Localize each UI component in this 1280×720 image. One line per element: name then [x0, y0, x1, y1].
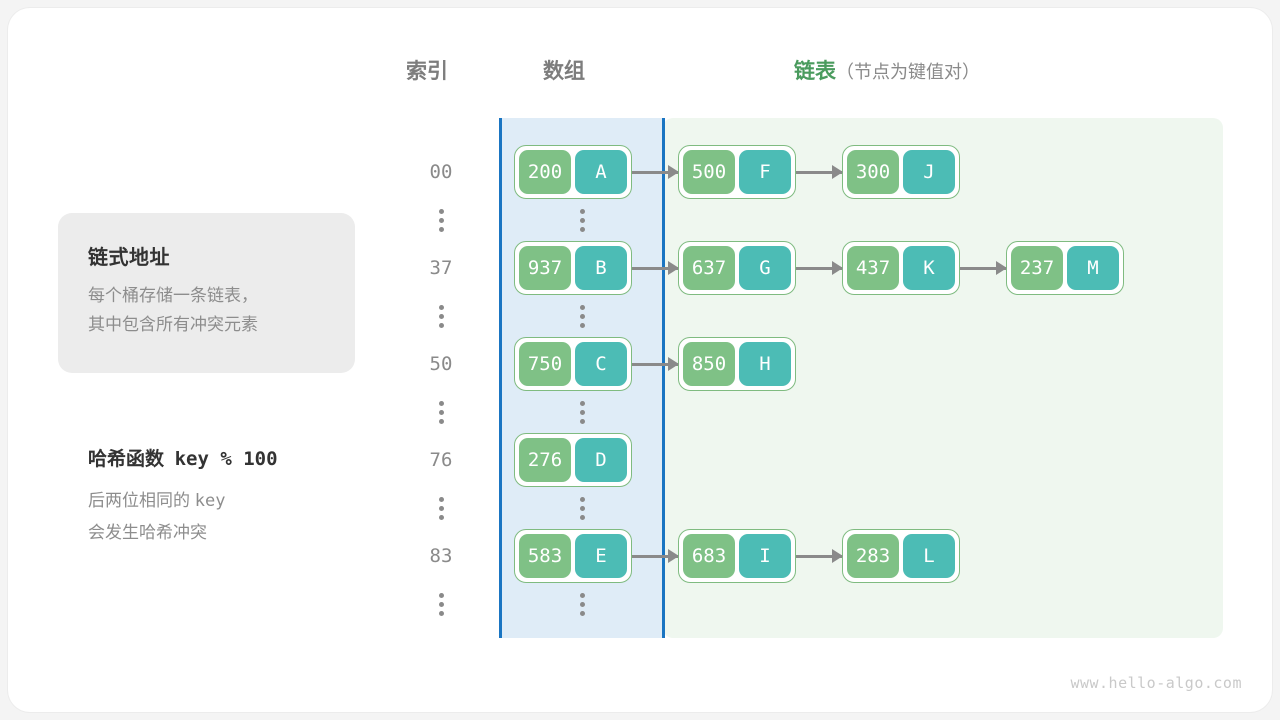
heading-linked-list-sub: （节点为键值对） — [836, 62, 980, 82]
node-key-cell: 937 — [519, 246, 571, 290]
chain-arrow-icon — [632, 549, 679, 563]
bucket-index-label: 37 — [429, 257, 453, 279]
node-key-cell: 237 — [1011, 246, 1063, 290]
node-value-cell: K — [903, 246, 955, 290]
info-card-line-2: 其中包含所有冲突元素 — [88, 315, 258, 334]
node-key-cell: 683 — [683, 534, 735, 578]
node-value-cell: G — [739, 246, 791, 290]
node-value-cell: M — [1067, 246, 1119, 290]
node-value-cell: B — [575, 246, 627, 290]
node-key-cell: 300 — [847, 150, 899, 194]
ellipsis-row — [8, 299, 1272, 333]
ellipsis-row — [8, 395, 1272, 429]
node-key-cell: 583 — [519, 534, 571, 578]
hash-function-body-line-1: 后两位相同的 key — [88, 485, 225, 517]
node-value-cell: A — [575, 150, 627, 194]
bucket-index-label: 76 — [429, 449, 453, 471]
hash-function-expression: key % 100 — [174, 448, 278, 470]
bucket-index-label: 83 — [429, 545, 453, 567]
index-ellipsis-icon — [434, 203, 448, 237]
node-value-cell: D — [575, 438, 627, 482]
info-card: 链式地址 每个桶存储一条链表， 其中包含所有冲突元素 — [58, 213, 355, 373]
node-key-cell: 500 — [683, 150, 735, 194]
array-ellipsis-icon — [575, 395, 589, 429]
node-value-cell: J — [903, 150, 955, 194]
node-value-cell: F — [739, 150, 791, 194]
hash-function-body: 后两位相同的 key 会发生哈希冲突 — [88, 485, 225, 548]
hash-function-title: 哈希函数 key % 100 — [88, 444, 278, 471]
chain-arrow-icon — [632, 165, 679, 179]
index-ellipsis-icon — [434, 395, 448, 429]
hash-function-label: 哈希函数 — [88, 449, 165, 470]
node-key-cell: 750 — [519, 342, 571, 386]
chain-arrow-icon — [796, 549, 843, 563]
bucket-index-label: 50 — [429, 353, 453, 375]
node-value-cell: C — [575, 342, 627, 386]
diagram-card: 索引 数组 链表（节点为键值对） 链式地址 每个桶存储一条链表， 其中包含所有冲… — [8, 8, 1272, 712]
hash-body-text-a: 后两位相同的 — [88, 491, 190, 510]
heading-linked-list: 链表（节点为键值对） — [794, 55, 980, 85]
index-ellipsis-icon — [434, 299, 448, 333]
node-value-cell: E — [575, 534, 627, 578]
index-ellipsis-icon — [434, 587, 448, 621]
chain-arrow-icon — [632, 357, 679, 371]
chain-arrow-icon — [960, 261, 1007, 275]
node-key-cell: 276 — [519, 438, 571, 482]
chain-arrow-icon — [796, 165, 843, 179]
heading-array: 数组 — [543, 60, 585, 83]
chain-arrow-icon — [632, 261, 679, 275]
heading-index: 索引 — [406, 60, 448, 83]
hash-function-body-line-2: 会发生哈希冲突 — [88, 523, 207, 542]
node-key-cell: 283 — [847, 534, 899, 578]
node-key-cell: 850 — [683, 342, 735, 386]
ellipsis-row — [8, 491, 1272, 525]
info-card-title: 链式地址 — [88, 247, 170, 269]
index-ellipsis-icon — [434, 491, 448, 525]
node-key-cell: 200 — [519, 150, 571, 194]
watermark: www.hello-algo.com — [1070, 674, 1242, 692]
array-ellipsis-icon — [575, 491, 589, 525]
heading-linked-list-main: 链表 — [794, 60, 836, 83]
info-card-body: 每个桶存储一条链表， 其中包含所有冲突元素 — [88, 281, 338, 339]
node-value-cell: I — [739, 534, 791, 578]
array-ellipsis-icon — [575, 299, 589, 333]
node-value-cell: L — [903, 534, 955, 578]
chain-arrow-icon — [796, 261, 843, 275]
node-value-cell: H — [739, 342, 791, 386]
ellipsis-row — [8, 203, 1272, 237]
node-key-cell: 637 — [683, 246, 735, 290]
node-key-cell: 437 — [847, 246, 899, 290]
array-ellipsis-icon — [575, 587, 589, 621]
array-ellipsis-icon — [575, 203, 589, 237]
ellipsis-row — [8, 587, 1272, 621]
hash-body-text-key: key — [194, 491, 226, 511]
info-card-line-1: 每个桶存储一条链表， — [88, 286, 258, 305]
bucket-index-label: 00 — [429, 161, 453, 183]
